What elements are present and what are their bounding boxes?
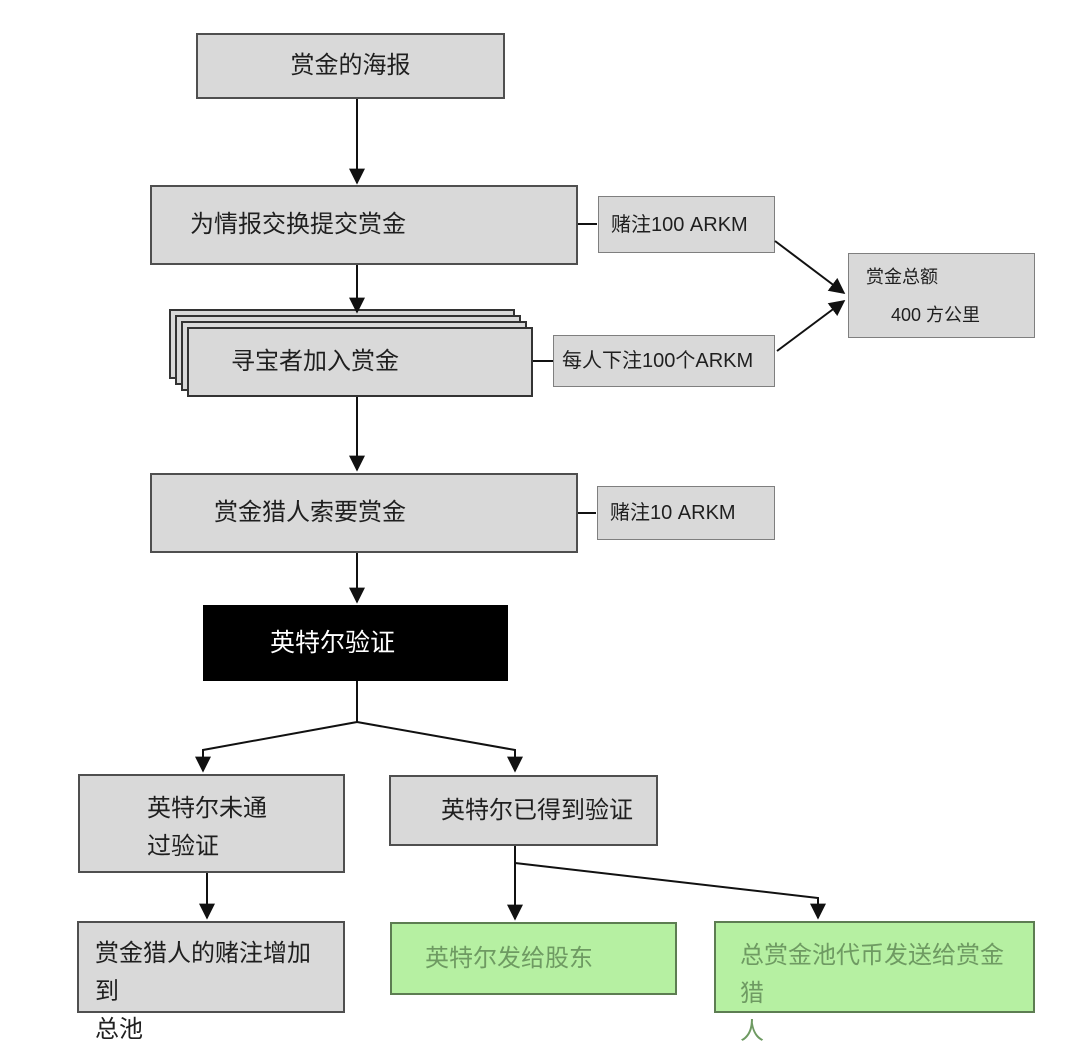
node-bounty-total: 赏金总额 400 方公里 [848,253,1035,338]
intel-not-verified-label: 英特尔未通 过验证 [147,795,267,860]
node-hunters-join: 寻宝者加入赏金 [187,327,533,397]
submit-bounty-label: 为情报交换提交赏金 [190,211,406,238]
pool-to-hunter-label: 总赏金池代币发送给赏金猎 人 [740,942,1004,1045]
claim-bounty-label: 赏金猎人索要赏金 [214,499,406,526]
connector-verification-to-notverified [195,681,358,773]
stake-10-label: 赌注10 ARKM [610,502,736,524]
bounty-poster-label: 赏金的海报 [290,52,411,79]
node-claim-bounty: 赏金猎人索要赏金 [150,473,578,553]
bounty-total-value: 400 方公里 [891,305,981,325]
node-intel-not-verified: 英特尔未通 过验证 [78,774,345,873]
node-submit-bounty: 为情报交换提交赏金 [150,185,578,265]
connector-verified-to-hunterpool [514,862,826,920]
intel-verified-label: 英特尔已得到验证 [441,796,633,824]
connector-perstake-to-total [776,300,846,352]
node-stake-10-arkm: 赌注10 ARKM [597,486,775,540]
stake-100-label: 赌注100 ARKM [611,213,748,236]
connector-stake100-to-total [774,240,846,294]
intel-verification-label: 英特尔验证 [270,629,396,657]
stake-to-pool-label: 赏金猎人的赌注增加到 总池 [95,940,311,1043]
bounty-total-title: 赏金总额 [866,267,938,287]
per-person-stake-label: 每人下注100个ARKM [562,350,754,372]
node-intel-verified: 英特尔已得到验证 [389,775,658,846]
node-per-person-stake: 每人下注100个ARKM [553,335,775,387]
node-stake-100-arkm: 赌注100 ARKM [598,196,775,253]
node-bounty-poster: 赏金的海报 [196,33,505,99]
node-intel-to-shareholders: 英特尔发给股东 [390,922,677,995]
node-intel-verification: 英特尔验证 [203,605,508,681]
node-pool-to-hunter: 总赏金池代币发送给赏金猎 人 [714,921,1035,1045]
connector-verification-to-verified [356,721,523,773]
node-stake-to-pool: 赏金猎人的赌注增加到 总池 [77,921,345,1043]
intel-to-shareholders-label: 英特尔发给股东 [425,944,593,972]
hunters-join-label: 寻宝者加入赏金 [231,348,399,375]
